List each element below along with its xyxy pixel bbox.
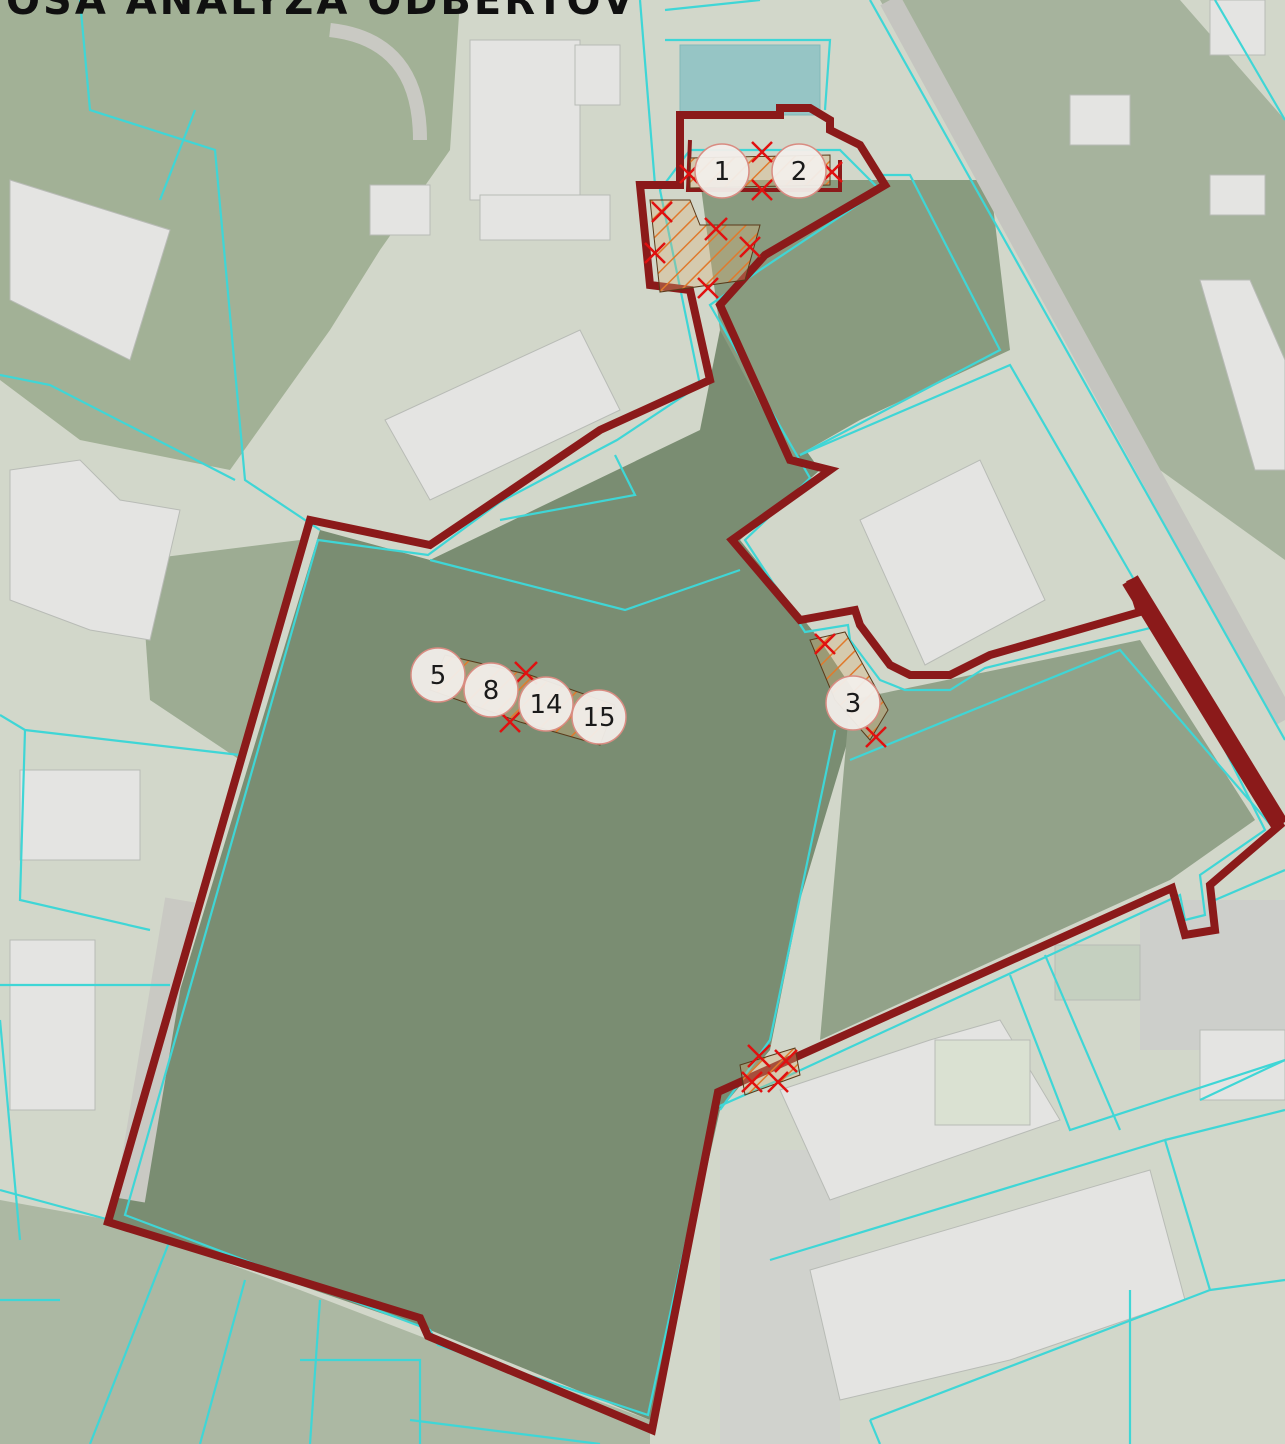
parcel-line (1043, 954, 1122, 1131)
tree-marker-label: 1 (714, 157, 731, 187)
cut-mark-icon (747, 1044, 771, 1068)
building (384, 329, 621, 501)
building (859, 459, 1046, 666)
tree-marker-label: 14 (529, 690, 562, 720)
cut-mark-icon (865, 726, 887, 748)
parcel-line (409, 1418, 601, 1444)
building (469, 39, 581, 201)
tree-cluster (820, 640, 1255, 1040)
cut-mark-icon (697, 277, 719, 299)
tree-marker-label: 2 (791, 157, 808, 187)
cut-mark-icon (499, 711, 521, 733)
road (880, 0, 1285, 726)
parcel-line (1008, 974, 1285, 1132)
parcel-line (158, 109, 197, 201)
site-boundary (103, 104, 1285, 1436)
parcel-line (665, 38, 832, 111)
parcel-line (0, 1019, 22, 1241)
parcel-line (198, 1279, 247, 1444)
cut-mark-icon (704, 217, 728, 241)
building (934, 1039, 1031, 1126)
tree-marker-15: 15 (571, 689, 627, 745)
parcel-line (18, 729, 151, 932)
parcel-line (1214, 868, 1285, 902)
map-title: OSA ANALÝZA ODBERTOV (6, 0, 637, 24)
tree-marker-circle (463, 662, 519, 718)
tree-marker-circle (694, 143, 750, 199)
parcel-line (769, 1138, 1212, 1422)
building-teal-roof (679, 44, 821, 116)
tree-marker-circle (518, 676, 574, 732)
cut-mark-icon (767, 1071, 789, 1093)
tree-marker-label: 8 (483, 676, 500, 706)
boundary-thick-edge (1122, 575, 1285, 830)
road (329, 23, 427, 141)
cut-mark-icon (751, 141, 773, 163)
parcel-line (799, 363, 1141, 591)
tree-cluster (880, 0, 1285, 560)
tree-marker-circle (571, 689, 627, 745)
tree-marker-circle (825, 675, 881, 731)
parcel-line (638, 0, 657, 186)
tree-markers: 1 2 3 5 8 14 15 (410, 143, 881, 745)
parcel-line (1214, 0, 1285, 121)
tree-marker-circle (410, 647, 466, 703)
tree-cluster (140, 540, 300, 760)
cut-mark-icon (651, 201, 673, 223)
tree-marker-5: 5 (410, 647, 466, 703)
building (809, 1169, 1186, 1401)
parcel-line (0, 1188, 111, 1222)
parcel-line (88, 1239, 172, 1444)
parcel-line (429, 558, 741, 612)
parcel-line (869, 0, 1285, 741)
building (9, 179, 171, 361)
tree-marker-14: 14 (518, 676, 574, 732)
parcel-line (1199, 1059, 1285, 1101)
cut-mark-icon (739, 236, 761, 258)
parcel-line (0, 373, 236, 481)
cut-mark-icon (751, 179, 773, 201)
tree-marker-circle (771, 143, 827, 199)
cut-mark-icon (741, 1071, 763, 1093)
tree-marker-label: 5 (430, 661, 447, 691)
parcel-line (664, 0, 761, 12)
building (1054, 944, 1141, 1001)
building (479, 194, 611, 241)
parcel-line (308, 1299, 322, 1444)
parcel-line (799, 173, 1002, 456)
tree-marker-label: 3 (845, 689, 862, 719)
building (1209, 174, 1266, 216)
building (9, 939, 96, 1111)
cut-mark-icon (814, 633, 836, 655)
parcel-line (78, 0, 321, 531)
building (19, 769, 141, 861)
cut-mark-icon (644, 242, 666, 264)
building (9, 459, 181, 641)
tree-marker-1: 1 (694, 143, 750, 199)
building (1199, 279, 1285, 471)
forest-area (110, 330, 860, 1420)
building (369, 184, 431, 236)
parcel-line (1209, 1278, 1285, 1292)
building (1069, 94, 1131, 146)
parcel-line (868, 1419, 882, 1444)
cut-mark-icon (774, 1049, 798, 1073)
tree-marker-label: 15 (582, 703, 615, 733)
building (574, 44, 621, 106)
parcel-line (1164, 1108, 1285, 1142)
parcel-line (300, 1358, 422, 1444)
felling-zone (649, 199, 761, 293)
parcel-line (849, 648, 1276, 831)
tree-marker-2: 2 (771, 143, 827, 199)
boundary-inner-line (685, 139, 842, 192)
tree-marker-3: 3 (825, 675, 881, 731)
tree-marker-8: 8 (463, 662, 519, 718)
parcel-line (499, 454, 637, 522)
